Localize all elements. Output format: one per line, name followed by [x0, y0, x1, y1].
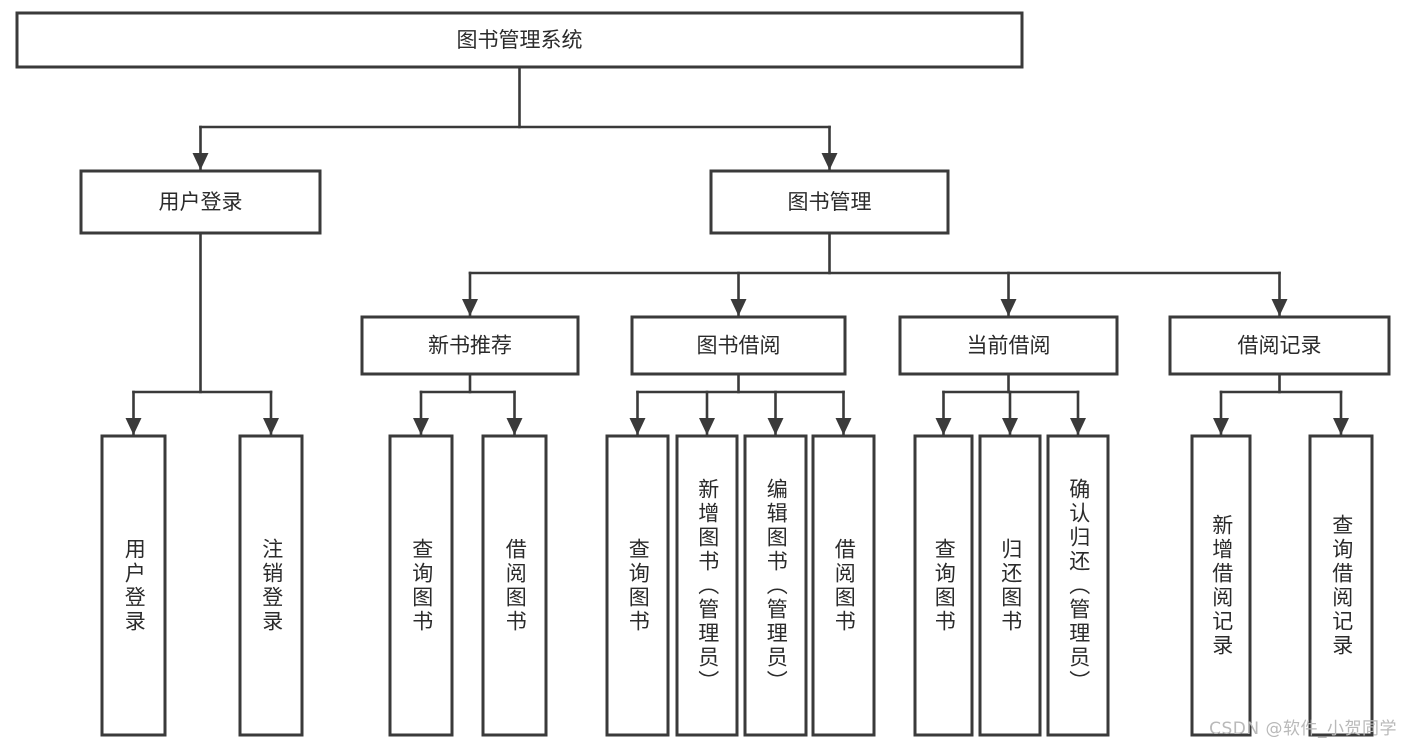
node-label-new-book-recommend: 新书推荐 [428, 334, 512, 358]
csdn-watermark: CSDN @软件_小贺同学 [1209, 719, 1397, 739]
node-user-login[interactable]: 用户登录 [79, 169, 322, 235]
node-label-book-management: 图书管理 [788, 190, 872, 214]
node-leaf-edit-book-admin[interactable] [743, 434, 808, 737]
arrow-head [413, 418, 429, 435]
node-box-book-management[interactable] [709, 169, 950, 235]
node-label-root: 图书管理系统 [457, 28, 583, 52]
node-new-book-recommend[interactable]: 新书推荐 [360, 315, 580, 376]
arrow-head [629, 418, 646, 435]
node-box-current-borrow[interactable] [898, 315, 1119, 376]
node-leaf-user-login[interactable] [100, 434, 167, 737]
node-label-borrow-record: 借阅记录 [1238, 334, 1322, 358]
node-label-current-borrow: 当前借阅 [967, 334, 1051, 358]
arrow-head [192, 153, 209, 170]
node-box-book-borrow[interactable] [630, 315, 847, 376]
connector-lines [125, 65, 1349, 436]
node-box-leaf-borrow-book-1[interactable] [481, 434, 548, 737]
node-box-leaf-borrow-book-2[interactable] [811, 434, 876, 737]
node-box-leaf-query-borrow-record[interactable] [1308, 434, 1374, 737]
node-leaf-query-book-2[interactable] [605, 434, 670, 737]
arrow-head [1070, 418, 1086, 435]
arrow-head [821, 153, 838, 170]
node-leaf-add-borrow-record[interactable] [1190, 434, 1252, 737]
node-book-management[interactable]: 图书管理 [709, 169, 950, 235]
node-box-leaf-logout-login[interactable] [238, 434, 304, 737]
arrow-head [935, 418, 952, 435]
node-box-leaf-confirm-return-admin[interactable] [1046, 434, 1110, 737]
node-label-book-borrow: 图书借阅 [697, 334, 781, 358]
node-box-leaf-return-book[interactable] [978, 434, 1042, 737]
node-box-root[interactable] [15, 11, 1024, 69]
arrow-head [699, 418, 715, 435]
node-box-leaf-add-book-admin[interactable] [675, 434, 739, 737]
arrow-head [263, 418, 279, 435]
node-leaf-add-book-admin[interactable] [675, 434, 739, 737]
node-box-borrow-record[interactable] [1168, 315, 1391, 376]
arrow-head [1000, 299, 1017, 316]
arrow-head [1271, 299, 1288, 316]
node-leaf-borrow-book-2[interactable] [811, 434, 876, 737]
arrow-head [1002, 418, 1018, 435]
node-current-borrow[interactable]: 当前借阅 [898, 315, 1119, 376]
arrow-head [835, 418, 852, 435]
node-label-user-login: 用户登录 [159, 190, 243, 214]
node-box-leaf-query-book-1[interactable] [388, 434, 454, 737]
arrow-head [1213, 418, 1229, 435]
arrow-head [506, 418, 523, 435]
node-leaf-query-book-1[interactable] [388, 434, 454, 737]
node-box-user-login[interactable] [79, 169, 322, 235]
node-box-leaf-query-book-3[interactable] [913, 434, 974, 737]
node-leaf-confirm-return-admin[interactable] [1046, 434, 1110, 737]
arrow-head [125, 418, 142, 435]
node-root[interactable]: 图书管理系统 [15, 11, 1024, 69]
node-box-leaf-add-borrow-record[interactable] [1190, 434, 1252, 737]
node-leaf-borrow-book-1[interactable] [481, 434, 548, 737]
node-book-borrow[interactable]: 图书借阅 [630, 315, 847, 376]
node-box-leaf-edit-book-admin[interactable] [743, 434, 808, 737]
arrow-head [767, 418, 784, 435]
node-leaf-query-book-3[interactable] [913, 434, 974, 737]
node-leaf-logout-login[interactable] [238, 434, 304, 737]
node-leaf-query-borrow-record[interactable] [1308, 434, 1374, 737]
node-box-leaf-query-book-2[interactable] [605, 434, 670, 737]
arrow-head [730, 299, 747, 316]
arrow-head [1333, 418, 1349, 435]
node-box-new-book-recommend[interactable] [360, 315, 580, 376]
node-borrow-record[interactable]: 借阅记录 [1168, 315, 1391, 376]
arrow-head [462, 299, 478, 316]
node-box-leaf-user-login[interactable] [100, 434, 167, 737]
node-leaf-return-book[interactable] [978, 434, 1042, 737]
